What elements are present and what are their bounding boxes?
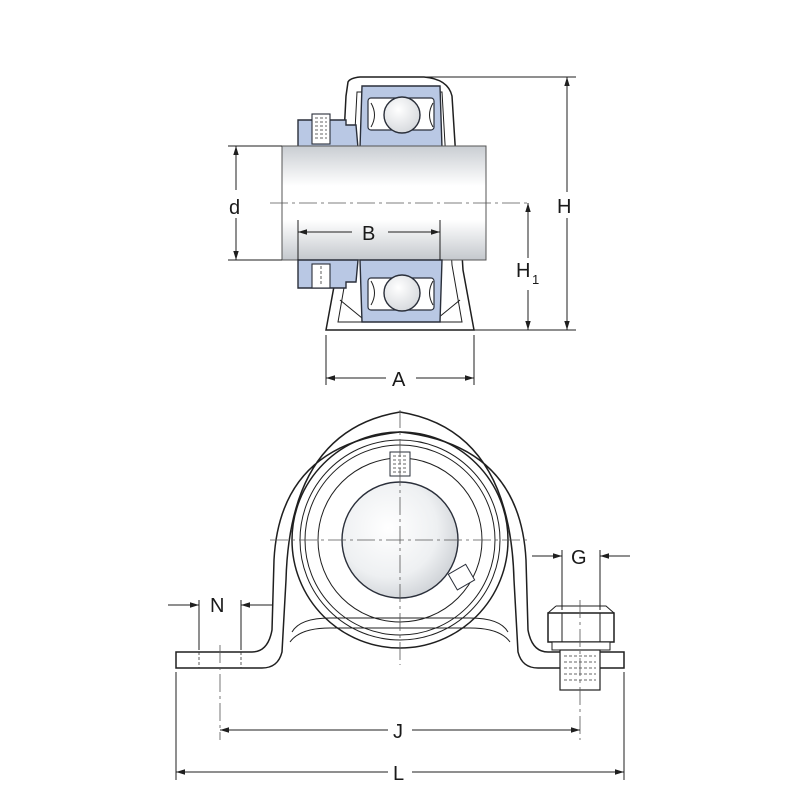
dimension-d: d [228, 145, 282, 261]
dim-N-label: N [210, 595, 224, 617]
bolt-icon [547, 605, 615, 691]
dimension-B: B [297, 220, 441, 260]
dimension-L: L [175, 672, 625, 785]
dim-J-label: J [393, 721, 403, 743]
front-view: N G J L [168, 410, 630, 785]
dimension-A: A [325, 335, 475, 391]
dimension-H: H [426, 76, 576, 331]
dimension-N: N [168, 595, 272, 650]
dim-B-label: B [362, 223, 375, 245]
ball-icon [383, 274, 421, 312]
dimension-H1: H 1 [516, 203, 539, 330]
dim-L-label: L [393, 763, 404, 785]
dim-H-label: H [557, 196, 571, 218]
side-view: d B H H 1 [228, 76, 576, 391]
dim-H1-label: H [516, 260, 530, 282]
left-foot-slot [198, 652, 242, 668]
bearing-lower [297, 259, 443, 323]
dimension-G: G [532, 547, 630, 610]
dimension-J: J [220, 721, 580, 743]
dim-A-label: A [392, 369, 406, 391]
dim-G-label: G [571, 547, 587, 569]
ball-icon [383, 96, 421, 134]
bearing-upper [297, 85, 443, 149]
dim-d-label: d [229, 197, 240, 219]
dim-H1-subscript: 1 [532, 272, 539, 287]
